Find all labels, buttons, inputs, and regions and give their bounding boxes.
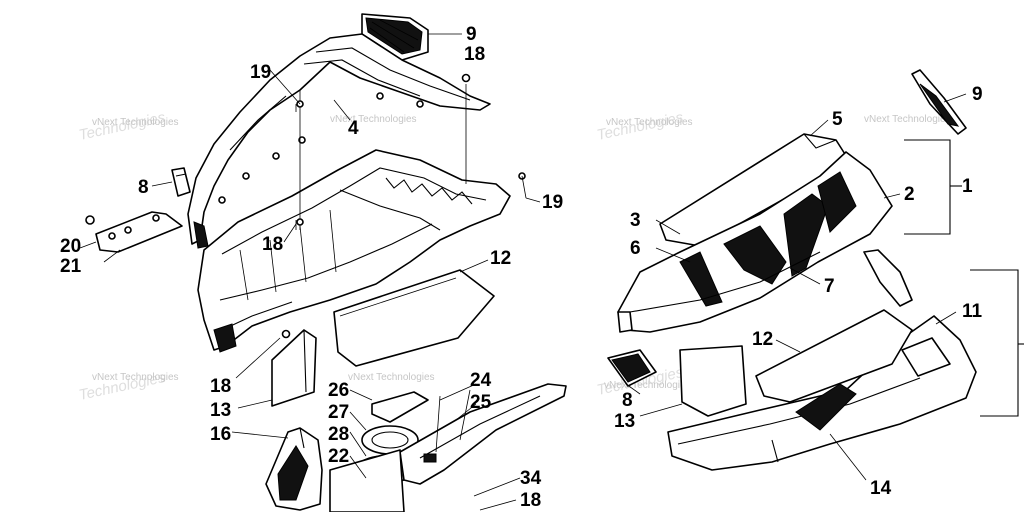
callout-9: 9: [466, 24, 477, 45]
callout-22: 22: [328, 446, 349, 467]
part-13-block-right: [679, 345, 747, 417]
callout-18: 18: [210, 376, 231, 397]
callout-6: 6: [630, 238, 641, 259]
callout-20: 20: [60, 236, 81, 257]
watermark: vNext Technologies: [92, 372, 179, 383]
callout-14: 14: [870, 478, 892, 499]
leader-lines-right: [625, 93, 967, 481]
leader-lines-left: [79, 33, 541, 511]
callout-18: 18: [262, 234, 283, 255]
callout-19: 19: [250, 62, 271, 83]
callout-11: 11: [962, 301, 983, 322]
callout-25: 25: [470, 392, 492, 413]
callout-8: 8: [138, 177, 149, 198]
watermark: vNext Technologies: [864, 114, 951, 125]
callout-2: 2: [904, 184, 915, 205]
part-11-upper-clip: [863, 249, 913, 307]
part-main-hood-body: [197, 149, 511, 353]
callout-27: 27: [328, 402, 349, 423]
callout-24: 24: [470, 370, 492, 391]
callout-28: 28: [328, 424, 349, 445]
watermark: vNext Technologies: [348, 372, 435, 383]
callout-12: 12: [752, 329, 773, 350]
watermark: vNext Technologies: [606, 117, 693, 128]
fastener-lines: [281, 73, 526, 339]
watermark: vNext Technologies: [92, 117, 179, 128]
bracket-11: [970, 269, 1024, 417]
bracket-1: [904, 139, 962, 235]
callout-16: 16: [210, 424, 231, 445]
callout-13: 13: [210, 400, 231, 421]
watermark: vNext Technologies: [604, 380, 691, 391]
callout-26: 26: [328, 380, 349, 401]
callout-9: 9: [972, 84, 983, 105]
part-12-panel-right: [755, 309, 913, 403]
part-24-25-belly-pan: [329, 383, 567, 512]
callout-5: 5: [832, 109, 843, 130]
watermark: vNext Technologies: [330, 114, 417, 125]
part-2-hood-right: [617, 151, 893, 333]
callout-18: 18: [520, 490, 541, 511]
part-8-clip-left: [171, 167, 191, 197]
callout-labels: 9 18 19 4 8 19 20 21 18 12 18 13 16 26 2…: [60, 24, 983, 511]
callout-12: 12: [490, 248, 511, 269]
part-11-lower-body: [667, 315, 977, 471]
part-26-bracket: [371, 391, 429, 423]
part-9-vent-right: [911, 69, 967, 135]
callout-3: 3: [630, 210, 641, 231]
part-21-bracket: [85, 211, 183, 253]
callout-18: 18: [464, 44, 485, 65]
callout-7: 7: [824, 276, 835, 297]
callout-21: 21: [60, 256, 82, 277]
part-13-block-left: [271, 329, 317, 407]
callout-34: 34: [520, 468, 542, 489]
callout-19: 19: [542, 192, 563, 213]
part-8-grille-right: [607, 349, 657, 387]
part-16-nose: [265, 427, 323, 511]
callout-1: 1: [962, 176, 973, 197]
callout-4: 4: [348, 118, 359, 139]
part-9-vent-left: [361, 13, 429, 61]
part-12-panel-left: [333, 269, 495, 367]
callout-8: 8: [622, 390, 633, 411]
callout-13: 13: [614, 411, 635, 432]
